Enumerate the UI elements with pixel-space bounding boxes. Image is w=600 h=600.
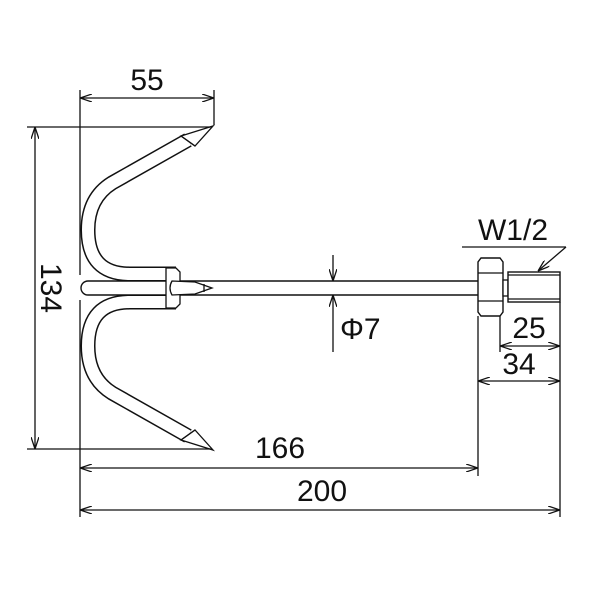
dim-rod-length: 166 xyxy=(79,300,478,517)
svg-text:25: 25 xyxy=(512,312,545,345)
upper-prong xyxy=(80,124,216,282)
threaded-end xyxy=(507,271,561,303)
rod xyxy=(80,267,478,309)
dim-total-length: 200 xyxy=(80,475,560,510)
svg-text:200: 200 xyxy=(297,475,347,508)
hex-nut xyxy=(477,257,509,317)
dim-thread-length: 25 xyxy=(499,302,561,517)
svg-text:Φ7: Φ7 xyxy=(340,313,381,346)
dim-rod-diameter: Φ7 xyxy=(333,255,381,352)
svg-text:134: 134 xyxy=(34,263,67,313)
svg-text:166: 166 xyxy=(255,432,305,465)
svg-text:55: 55 xyxy=(130,64,163,97)
dim-prong-width: 55 xyxy=(79,64,215,275)
dim-total-height: 134 xyxy=(27,126,212,450)
svg-text:W1/2: W1/2 xyxy=(478,214,548,247)
dim-fitting-length: 34 xyxy=(477,316,560,476)
lower-prong xyxy=(80,294,216,452)
svg-text:34: 34 xyxy=(502,348,535,381)
dim-thread-spec: W1/2 xyxy=(462,214,567,271)
